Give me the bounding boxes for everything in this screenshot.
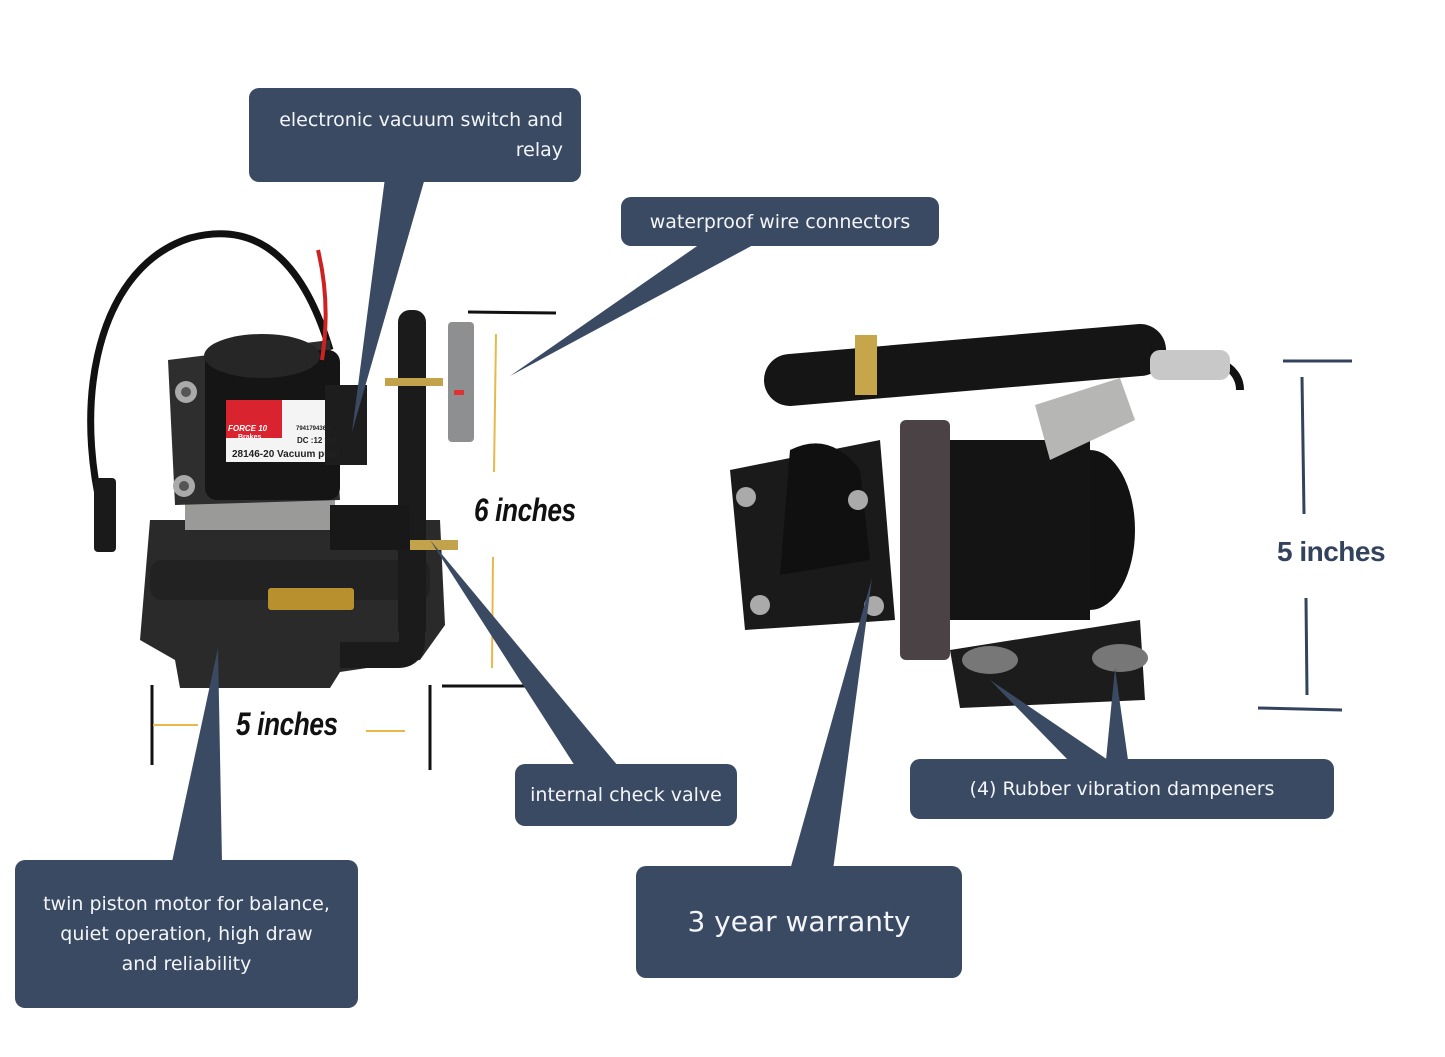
dimension-right-height: 5 inches — [1277, 536, 1386, 567]
callout-twin-piston-line2: quiet operation, high draw — [60, 923, 313, 945]
callout-twin-piston: twin piston motor for balance, quiet ope… — [15, 860, 358, 1008]
callout-twin-piston-line3: and reliability — [121, 953, 252, 975]
callout-warranty-text: 3 year warranty — [687, 905, 911, 938]
label-model: 28146-20 Vacuum pum — [232, 449, 340, 460]
callout-wire-connectors: waterproof wire connectors — [621, 197, 939, 246]
right-dimension-lines — [1257, 359, 1352, 712]
callout-twin-piston-line1: twin piston motor for balance, — [43, 893, 330, 915]
callout-check-valve: internal check valve — [515, 764, 737, 826]
callout-check-valve-text: internal check valve — [530, 784, 722, 806]
left-dimension-lines — [150, 310, 557, 770]
label-brand: FORCE 10 — [228, 424, 268, 433]
callout-vacuum-switch-line1: electronic vacuum switch and — [279, 109, 563, 131]
dimension-left-height: 6 inches — [474, 492, 576, 528]
left-pump-illustration — [87, 230, 474, 688]
label-barcode-number: 7941794362 — [296, 426, 330, 432]
label-sub-brand: Brakes — [238, 434, 262, 441]
callout-pointers — [172, 178, 1128, 870]
callout-wire-connectors-text: waterproof wire connectors — [649, 210, 911, 233]
right-pump-illustration — [730, 324, 1244, 708]
dimension-left-width: 5 inches — [236, 706, 338, 742]
callout-vacuum-switch-line2: relay — [515, 139, 563, 161]
callout-dampeners: (4) Rubber vibration dampeners — [910, 759, 1334, 819]
callout-warranty: 3 year warranty — [636, 866, 962, 978]
label-voltage: DC :12 vol — [297, 436, 337, 445]
callout-vacuum-switch: electronic vacuum switch and relay — [249, 88, 581, 182]
callout-dampeners-text: (4) Rubber vibration dampeners — [969, 778, 1275, 800]
